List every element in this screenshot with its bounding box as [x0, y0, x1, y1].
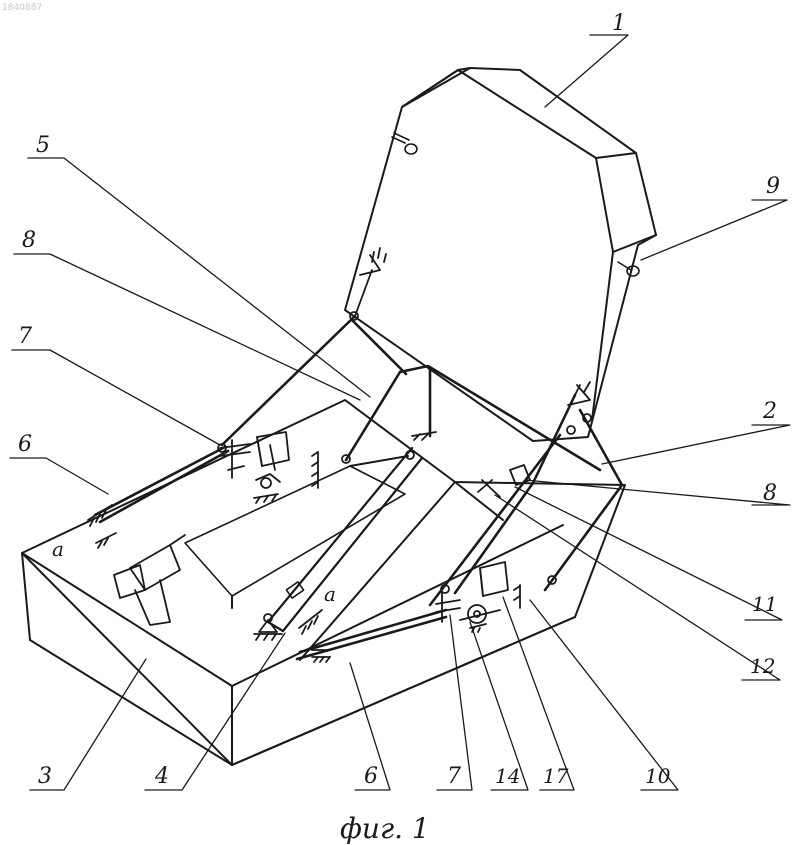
label-6-bottom: 6	[364, 764, 378, 789]
left-cable-link	[95, 316, 406, 522]
label-5: 5	[36, 133, 50, 158]
pivot-back-upper-left	[350, 248, 386, 320]
pivot-back-right	[567, 382, 591, 434]
label-7-bottom: 7	[447, 764, 461, 789]
label-12: 12	[750, 654, 775, 678]
label-1: 1	[612, 11, 626, 36]
front-handle	[114, 535, 185, 625]
label-17: 17	[543, 764, 569, 788]
label-10: 10	[645, 764, 671, 788]
pin-right-9	[618, 262, 639, 276]
label-6-left: 6	[18, 432, 32, 457]
pivot-center-mid	[312, 432, 436, 488]
document-code: 1840887	[2, 3, 42, 13]
ground-a-mid	[299, 610, 322, 634]
figure-caption: фиг. 1	[340, 812, 430, 845]
label-8-left: 8	[22, 228, 36, 253]
label-14: 14	[495, 764, 520, 788]
upper-crossbar	[346, 366, 600, 470]
pivot-right-10	[514, 576, 556, 608]
label-7-left: 7	[18, 324, 32, 349]
latch-11-12	[478, 465, 530, 497]
leader-lines	[10, 35, 790, 790]
label-3: 3	[38, 764, 52, 789]
center-beam-4	[268, 448, 422, 631]
right-mechanism	[436, 562, 508, 632]
label-9: 9	[766, 174, 780, 199]
label-a-left: a	[52, 537, 64, 561]
label-2: 2	[762, 399, 777, 424]
label-a-mid: a	[324, 582, 336, 606]
label-8-right: 8	[763, 481, 777, 506]
pin-left	[392, 133, 417, 154]
label-11: 11	[752, 592, 777, 616]
label-4: 4	[154, 764, 169, 789]
